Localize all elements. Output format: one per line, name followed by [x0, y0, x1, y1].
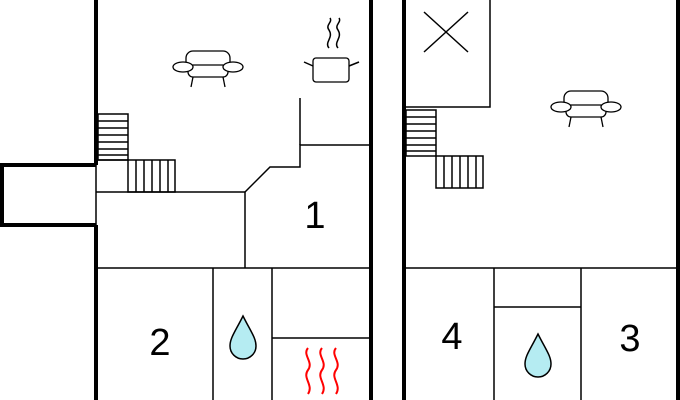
right-floor: 4 3 — [402, 0, 680, 400]
heater-icon — [305, 347, 339, 395]
room-number-3: 3 — [619, 318, 640, 360]
sofa-icon — [172, 50, 244, 88]
void-box — [404, 0, 491, 108]
left-floor: 1 2 — [0, 0, 373, 400]
void-cross-icon — [423, 11, 469, 53]
cooking-pot-icon — [303, 17, 360, 83]
sofa-icon — [550, 90, 622, 128]
steam-line-1 — [326, 17, 332, 49]
room-number-4: 4 — [441, 316, 462, 358]
water-drop-icon — [524, 332, 552, 378]
stairs-icon — [97, 113, 176, 193]
stairs-upper-flight — [405, 109, 437, 157]
steam-line-2 — [335, 17, 341, 49]
entrance-annex — [0, 163, 96, 227]
room-number-2: 2 — [149, 322, 170, 364]
room-1-top-wall — [244, 144, 371, 193]
room-number-1: 1 — [304, 195, 325, 237]
water-drop-icon — [229, 314, 257, 360]
stairs-icon — [405, 109, 484, 189]
